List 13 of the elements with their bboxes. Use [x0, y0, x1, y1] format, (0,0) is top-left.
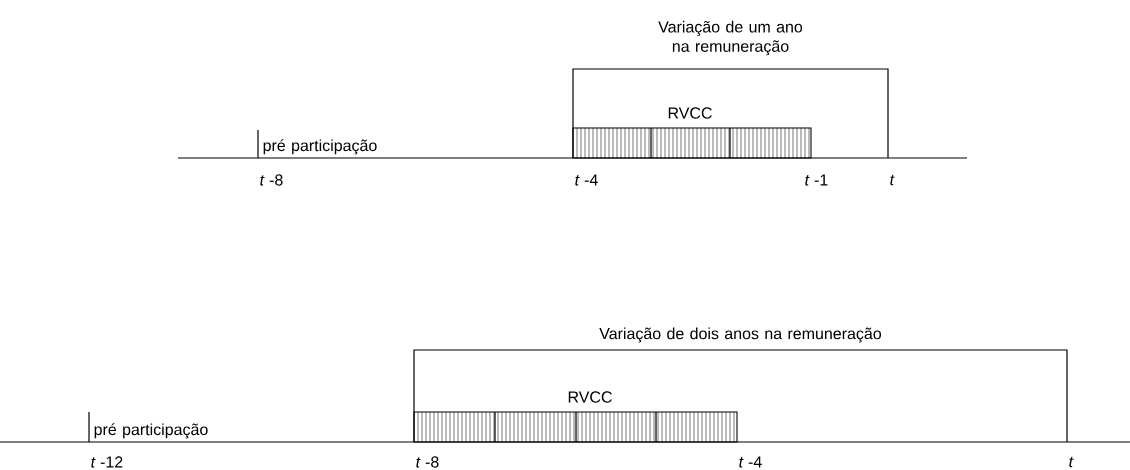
tick-label: t -1: [805, 174, 828, 186]
node-label: RVCC: [568, 391, 612, 403]
period-label: pré participação: [263, 139, 377, 155]
hatched-bar: RVCC: [572, 107, 812, 159]
tick-label: t: [1069, 456, 1074, 468]
hatched-bar: RVCC: [413, 391, 738, 443]
tick-label: t -12: [91, 456, 123, 468]
tick-label: t -4: [575, 174, 598, 186]
tick-label: t: [890, 174, 895, 186]
period-label: pré participação: [94, 423, 208, 439]
node-label: RVCC: [668, 107, 712, 119]
tick-label: t -8: [260, 174, 283, 186]
tick-label: t -4: [739, 456, 762, 468]
